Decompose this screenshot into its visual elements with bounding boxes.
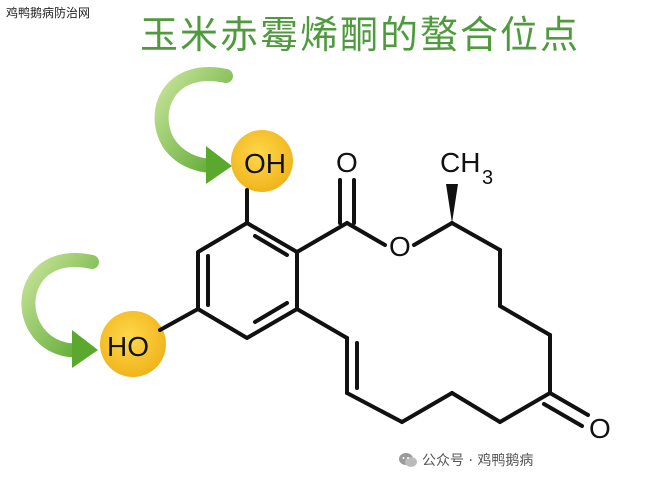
footer-watermark: 公众号 · 鸡鸭鹅病 [398,450,533,470]
bond-lines [158,178,590,428]
chelation-site-lower [100,311,166,377]
wechat-icon [399,453,417,467]
footer-watermark-text: 公众号 · 鸡鸭鹅病 [422,453,534,469]
site-watermark: 鸡鸭鹅病防治网 [6,6,91,20]
carbonyl-oxygen-label: O [336,147,358,178]
stereo-wedge [446,184,458,223]
chelation-arrow-upper [154,67,233,184]
oh-lower-label: HO [107,331,149,362]
ketone-oxygen-label: O [589,413,611,444]
methyl-label: CH [440,147,480,178]
methyl-subscript: 3 [482,167,493,189]
chelation-site-upper [231,130,293,192]
chelation-arrow-lower [21,253,99,368]
ring-oxygen-label: O [389,231,411,262]
page-title: 玉米赤霉烯酮的螯合位点 [140,13,581,57]
oh-upper-label: OH [244,148,286,179]
